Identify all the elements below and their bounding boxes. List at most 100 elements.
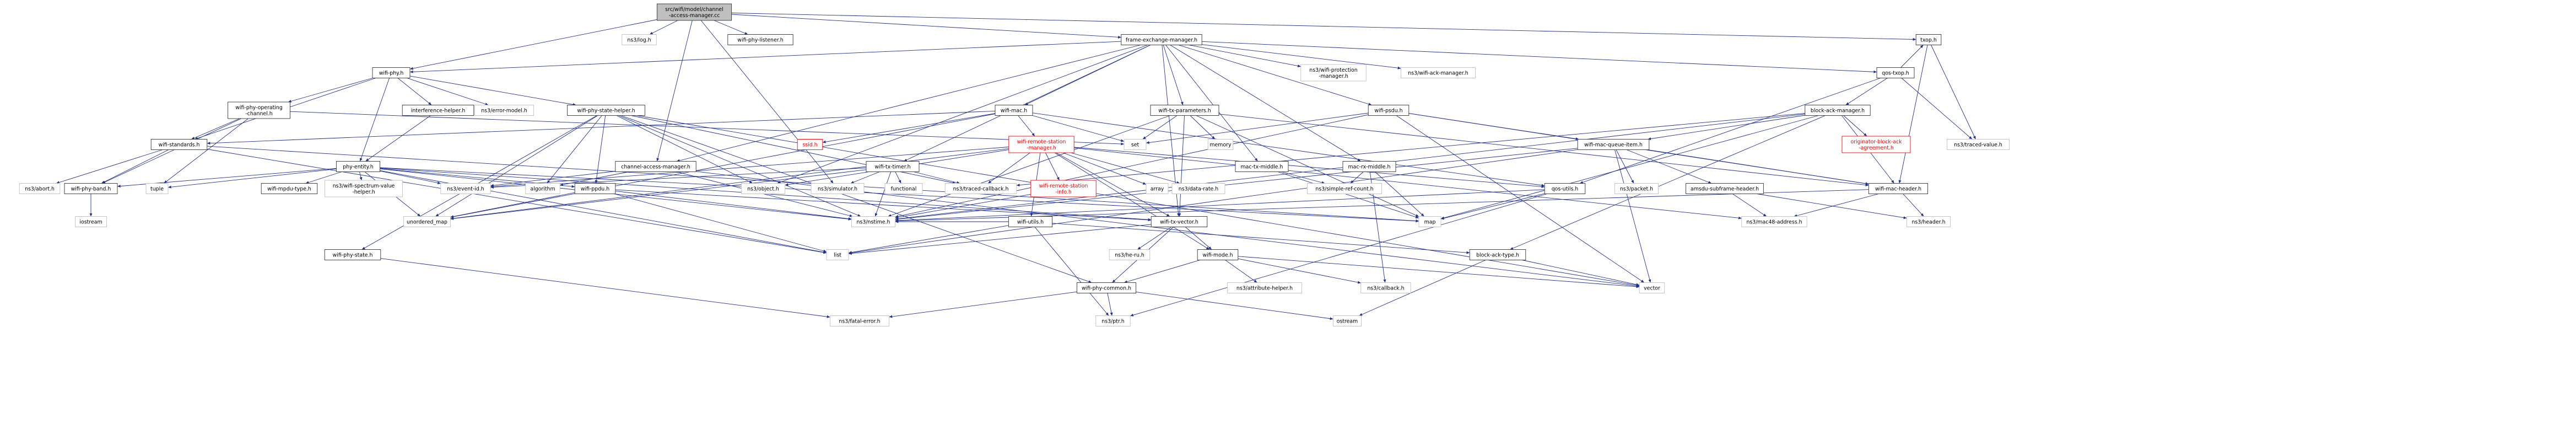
node-txop[interactable]: txop.h xyxy=(1915,34,1942,45)
node-wifi-mpdu-type[interactable]: wifi-mpdu-type.h xyxy=(261,183,318,194)
node-label: tuple xyxy=(150,186,164,192)
node-algorithm[interactable]: algorithm xyxy=(525,183,560,194)
node-he-ru[interactable]: ns3/he-ru.h xyxy=(1109,249,1151,260)
node-log[interactable]: ns3/log.h xyxy=(622,34,657,45)
node-wifi-phy-listener[interactable]: wifi-phy-listener.h xyxy=(727,34,793,45)
node-box xyxy=(1235,161,1289,172)
node-wifi-phy-band[interactable]: wifi-phy-band.h xyxy=(64,183,118,194)
node-simple-ref-count[interactable]: ns3/simple-ref-count.h xyxy=(1306,183,1382,194)
node-map[interactable]: map xyxy=(1418,216,1441,227)
node-array[interactable]: array xyxy=(1146,183,1169,194)
node-amsdu-subframe[interactable]: amsdu-subframe-header.h xyxy=(1686,183,1764,194)
node-tuple[interactable]: tuple xyxy=(145,183,169,194)
node-wifi-phy-common[interactable]: wifi-phy-common.h xyxy=(1076,282,1137,293)
node-qos-utils[interactable]: qos-utils.h xyxy=(1544,183,1586,194)
node-functional[interactable]: functional xyxy=(884,183,923,194)
edge-wifi-mac-queue-item-to-packet xyxy=(1616,149,1634,184)
node-layer: src/wifi/model/channel-access-manager.cc… xyxy=(19,3,2010,326)
node-vector[interactable]: vector xyxy=(1639,282,1665,293)
node-wifi-phy[interactable]: wifi-phy.h xyxy=(372,67,411,78)
edge-wifi-mac-header-to-header xyxy=(1903,194,1924,217)
node-mac-tx-middle[interactable]: mac-tx-middle.h xyxy=(1235,161,1289,172)
node-interference[interactable]: interference-helper.h xyxy=(402,105,474,116)
node-error-model[interactable]: ns3/error-model.h xyxy=(474,105,534,116)
node-wifi-mac[interactable]: wifi-mac.h xyxy=(995,105,1033,116)
node-phy-entity[interactable]: phy-entity.h xyxy=(336,161,381,172)
node-wifi-ack-manager[interactable]: ns3/wifi-ack-manager.h xyxy=(1400,67,1476,78)
node-label: ns3/event-id.h xyxy=(447,186,484,192)
node-header[interactable]: ns3/header.h xyxy=(1906,216,1951,227)
node-wifi-psdu[interactable]: wifi-psdu.h xyxy=(1368,105,1409,116)
node-label: wifi-phy-state-helper.h xyxy=(577,108,635,114)
node-simulator[interactable]: ns3/simulator.h xyxy=(811,183,865,194)
node-label: wifi-mac-header.h xyxy=(1875,186,1921,192)
node-qos-txop[interactable]: qos-txop.h xyxy=(1876,67,1915,78)
edge-wifi-remote-station-manager-to-traced-callback xyxy=(987,152,1030,184)
node-box xyxy=(884,183,923,194)
edge-wifi-utils-to-list xyxy=(848,225,1009,254)
edge-frame-exchange-to-object xyxy=(777,45,1148,184)
node-label: wifi-tx-parameters.h xyxy=(1158,108,1211,114)
edge-phy-entity-to-wifi-mpdu-type xyxy=(305,172,342,184)
node-box xyxy=(1876,67,1915,78)
edge-wifi-phy-state-helper-to-unordered-map xyxy=(435,115,598,217)
node-iostream[interactable]: iostream xyxy=(75,216,107,227)
node-label: mac-tx-middle.h xyxy=(1241,164,1283,170)
node-wifi-tx-params[interactable]: wifi-tx-parameters.h xyxy=(1150,105,1219,116)
edge-wifi-mac-queue-item-to-list xyxy=(848,149,1578,254)
node-wifi-standards[interactable]: wifi-standards.h xyxy=(150,139,208,150)
node-wifi-remote-station-manager[interactable]: wifi-remote-station-manager.h xyxy=(1008,136,1074,153)
node-wifi-mac-queue-item[interactable]: wifi-mac-queue-item.h xyxy=(1577,139,1650,150)
node-ssid[interactable]: ssid.h xyxy=(797,139,823,150)
node-ptr[interactable]: ns3/ptr.h xyxy=(1095,315,1131,326)
node-traced-value[interactable]: ns3/traced-value.h xyxy=(1947,139,2010,150)
edge-phy-entity-to-map xyxy=(380,167,1419,223)
node-event-id[interactable]: ns3/event-id.h xyxy=(440,183,491,194)
edge-wifi-utils-to-block-ack-type xyxy=(1052,223,1470,254)
node-channel-access-manager[interactable]: channel-access-manager.h xyxy=(615,161,696,172)
node-label: ns3/header.h xyxy=(1911,219,1945,226)
edge-wifi-mac-to-wifi-remote-station-manager xyxy=(1018,115,1035,137)
node-fatal-error[interactable]: ns3/fatal-error.h xyxy=(829,315,890,326)
node-wifi-phy-state-helper[interactable]: wifi-phy-state-helper.h xyxy=(567,105,645,116)
node-wifi-tx-timer[interactable]: wifi-tx-timer.h xyxy=(866,161,920,172)
node-box xyxy=(1342,161,1396,172)
node-block-ack-type[interactable]: block-ack-type.h xyxy=(1469,249,1526,260)
node-wifi-utils[interactable]: wifi-utils.h xyxy=(1008,216,1053,227)
node-wifi-protection[interactable]: ns3/wifi-protection-manager.h xyxy=(1300,64,1367,82)
node-frame-exchange[interactable]: frame-exchange-manager.h xyxy=(1121,34,1202,45)
node-list[interactable]: list xyxy=(826,249,849,260)
node-wifi-remote-station-info[interactable]: wifi-remote-station-info.h xyxy=(1030,180,1097,197)
node-wifi-mode[interactable]: wifi-mode.h xyxy=(1197,249,1239,260)
node-box xyxy=(1171,183,1225,194)
node-wifi-phy-state[interactable]: wifi-phy-state.h xyxy=(324,249,381,260)
edge-mac-rx-middle-to-map xyxy=(1375,172,1424,217)
node-mac48-address[interactable]: ns3/mac48-address.h xyxy=(1741,216,1807,227)
node-data-rate[interactable]: ns3/data-rate.h xyxy=(1171,183,1225,194)
node-set[interactable]: set xyxy=(1124,139,1147,150)
node-label: ostream xyxy=(1337,319,1358,325)
node-box xyxy=(372,67,411,78)
node-abort[interactable]: ns3/abort.h xyxy=(19,183,61,194)
node-block-ack-manager[interactable]: block-ack-manager.h xyxy=(1805,105,1871,116)
node-nstime[interactable]: ns3/nstime.h xyxy=(851,216,896,227)
node-attribute-helper[interactable]: ns3/attribute-helper.h xyxy=(1227,282,1303,293)
node-wifi-ppdu[interactable]: wifi-ppdu.h xyxy=(574,183,616,194)
node-packet[interactable]: ns3/packet.h xyxy=(1614,183,1659,194)
node-callback[interactable]: ns3/callback.h xyxy=(1360,282,1411,293)
node-traced-callback[interactable]: ns3/traced-callback.h xyxy=(944,183,1017,194)
node-ostream[interactable]: ostream xyxy=(1332,315,1362,326)
node-wifi-phy-opchan[interactable]: wifi-phy-operating-channel.h xyxy=(228,101,290,119)
node-unordered-map[interactable]: unordered_map xyxy=(403,216,451,227)
node-mac-rx-middle[interactable]: mac-rx-middle.h xyxy=(1342,161,1396,172)
node-object[interactable]: ns3/object.h xyxy=(741,183,786,194)
edge-wifi-mac-queue-item-to-nstime xyxy=(895,148,1578,221)
node-label: block-ack-type.h xyxy=(1476,253,1519,259)
node-label: wifi-mac-queue-item.h xyxy=(1584,142,1643,148)
node-memory[interactable]: memory xyxy=(1207,139,1234,150)
node-spectrum-value[interactable]: ns3/wifi-spectrum-value-helper.h xyxy=(325,180,403,197)
node-wifi-mac-header[interactable]: wifi-mac-header.h xyxy=(1868,183,1929,194)
edge-block-ack-type-to-vector xyxy=(1522,260,1640,286)
node-originator[interactable]: originator-block-ack-agreement.h xyxy=(1841,136,1911,153)
node-wifi-tx-vector[interactable]: wifi-tx-vector.h xyxy=(1151,216,1208,227)
